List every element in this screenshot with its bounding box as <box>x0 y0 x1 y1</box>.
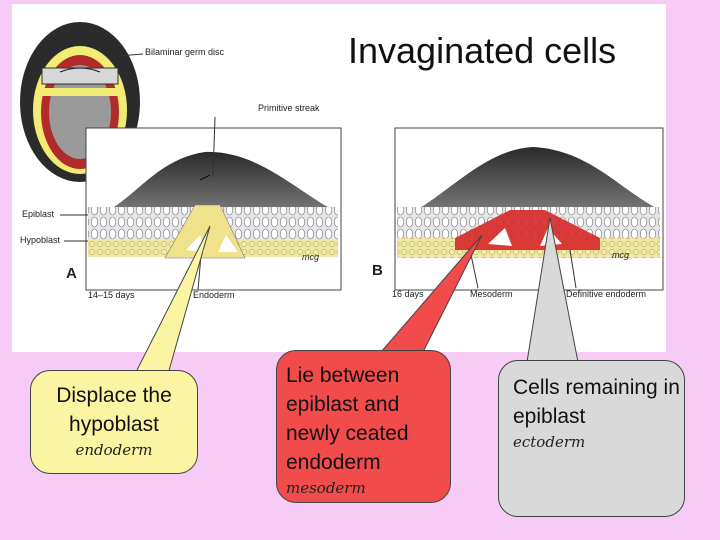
label-days-b: 16 days <box>392 289 424 299</box>
signature-b: mcg <box>612 250 630 260</box>
callout-endoderm: Displace the hypoblast endoderm <box>30 370 198 474</box>
label-bilaminar: Bilaminar germ disc <box>145 47 225 57</box>
callout-ectoderm: Cells remaining in epiblast ectoderm <box>498 360 685 517</box>
label-primitive-streak: Primitive streak <box>258 103 320 113</box>
label-epiblast: Epiblast <box>22 209 55 219</box>
callout-mesoderm-term: mesoderm <box>286 479 366 497</box>
section-b <box>394 127 664 291</box>
label-hypoblast: Hypoblast <box>20 235 61 245</box>
slide-title: Invaginated cells <box>348 30 617 71</box>
section-a <box>60 116 342 291</box>
panel-letter-a: A <box>66 265 77 282</box>
callout-endoderm-term: endoderm <box>75 441 153 459</box>
panel-letter-b: B <box>372 262 383 279</box>
callout-endoderm-text: Displace the hypoblast <box>56 384 172 436</box>
callout-mesoderm: Lie between epiblast and newly ceated en… <box>276 350 451 503</box>
label-mesoderm-b: Mesoderm <box>470 289 513 299</box>
callout-ectoderm-term: ectoderm <box>513 433 586 451</box>
label-days-a: 14–15 days <box>88 290 135 300</box>
callout-mesoderm-text: Lie between epiblast and newly ceated en… <box>286 364 409 474</box>
label-definitive-endoderm-b: Definitive endoderm <box>566 289 647 299</box>
label-endoderm-a: Endoderm <box>193 290 235 300</box>
callout-ectoderm-text: Cells remaining in epiblast <box>513 376 680 428</box>
signature-a: mcg <box>302 252 320 262</box>
